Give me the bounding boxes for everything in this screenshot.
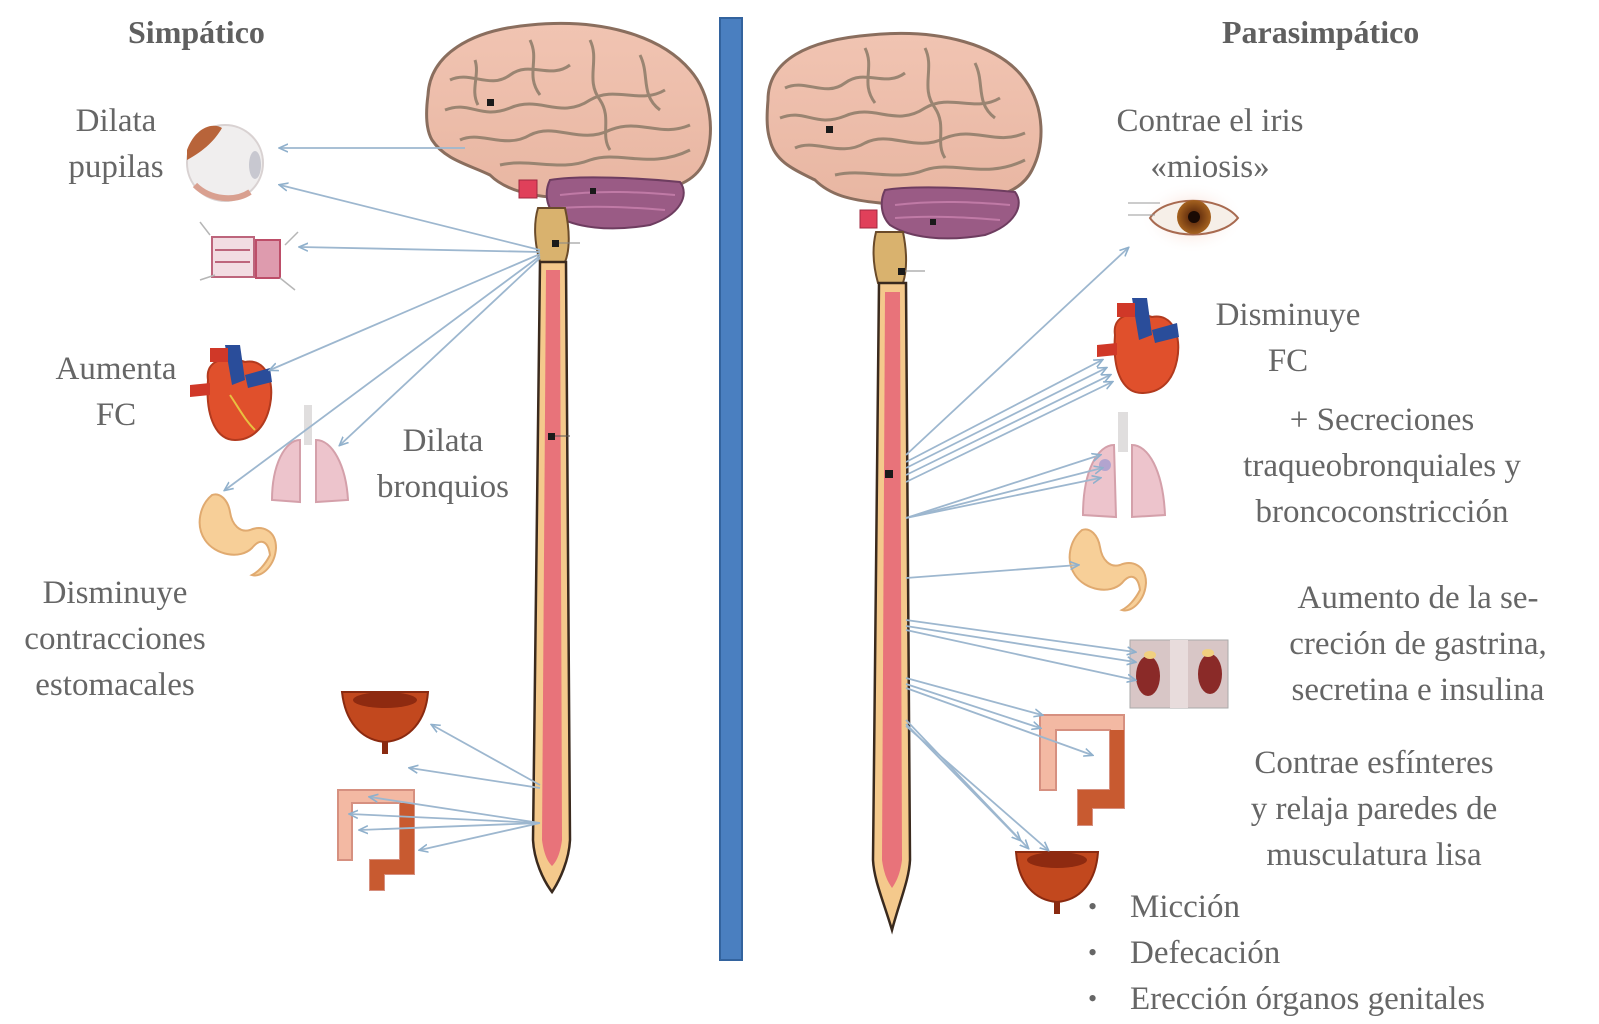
label-line: Aumenta: [55, 351, 177, 387]
label-contract-iris: Contrae el iris «miosis»: [1095, 98, 1325, 190]
lungs-icon-left: [270, 405, 350, 504]
label-line: contracciones: [24, 621, 206, 657]
label-line: traqueobronquiales y: [1243, 448, 1521, 484]
heart-icon-left: [190, 345, 273, 442]
arrows-right: [905, 248, 1135, 850]
label-line: Contrae el iris: [1116, 103, 1304, 139]
lungs-icon-right: [1081, 412, 1167, 519]
parasympathetic-title: Parasimpático: [1222, 14, 1420, 50]
stomach-icon-left: [198, 493, 278, 577]
stomach-icon-right: [1068, 528, 1148, 612]
label-decrease-stomach: Disminuye contracciones estomacales: [4, 570, 226, 708]
bullet-item: Defecación: [1088, 930, 1485, 976]
divider-bar: [719, 17, 743, 961]
label-line: musculatura lisa: [1266, 837, 1482, 873]
brain-left: [425, 21, 712, 263]
function-bullet-list: Micción Defecación Erección órganos geni…: [1088, 884, 1485, 1022]
label-sphincters: Contrae esfínteres y relaja paredes de m…: [1224, 740, 1524, 878]
label-line: estomacales: [35, 667, 195, 703]
sympathetic-title: Simpático: [128, 14, 265, 50]
label-line: y relaja paredes de: [1250, 791, 1498, 827]
label-line: Dilata: [402, 423, 484, 459]
label-increase-hr: Aumenta FC: [42, 346, 190, 438]
label-line: secretina e insulina: [1291, 672, 1545, 708]
label-dilate-bronchi: Dilata bronquios: [362, 418, 524, 510]
spinal-cord-left: [531, 260, 572, 895]
intestine-icon-right: [1039, 714, 1125, 826]
intestine-icon-left: [337, 789, 415, 891]
label-hormone-secretion: Aumento de la se- creción de gastrina, s…: [1248, 575, 1588, 713]
label-line: + Secreciones: [1289, 402, 1475, 438]
label-dilate-pupils: Dilata pupilas: [56, 98, 176, 190]
arrows-left: [225, 148, 541, 850]
label-line: FC: [95, 397, 137, 433]
label-bronchial-secretions: + Secreciones traqueobronquiales y bronc…: [1212, 397, 1552, 535]
brain-right: [765, 31, 1043, 284]
kidneys-icon: [1129, 639, 1229, 709]
bullet-item: Erección órganos genitales: [1088, 976, 1485, 1022]
label-line: creción de gastrina,: [1289, 626, 1547, 662]
eye-side-icon: [186, 124, 264, 202]
label-line: FC: [1267, 343, 1309, 379]
glands-icon: [199, 221, 299, 291]
label-line: Aumento de la se-: [1297, 580, 1539, 616]
spinal-cord-right: [871, 281, 912, 935]
label-line: «miosis»: [1150, 149, 1270, 185]
label-line: pupilas: [68, 149, 164, 185]
bladder-icon-right: [1014, 851, 1100, 914]
label-line: Contrae esfínteres: [1254, 745, 1494, 781]
bladder-icon-left: [340, 691, 430, 754]
eye-front-icon: [1128, 182, 1244, 254]
label-line: broncoconstricción: [1255, 494, 1509, 530]
heart-icon-right: [1097, 298, 1180, 395]
label-decrease-hr: Disminuye FC: [1198, 292, 1378, 384]
label-line: Dilata: [75, 103, 157, 139]
label-line: bronquios: [377, 469, 509, 505]
label-line: Disminuye: [42, 575, 188, 611]
label-line: Disminuye: [1215, 297, 1361, 333]
bullet-item: Micción: [1088, 884, 1485, 930]
